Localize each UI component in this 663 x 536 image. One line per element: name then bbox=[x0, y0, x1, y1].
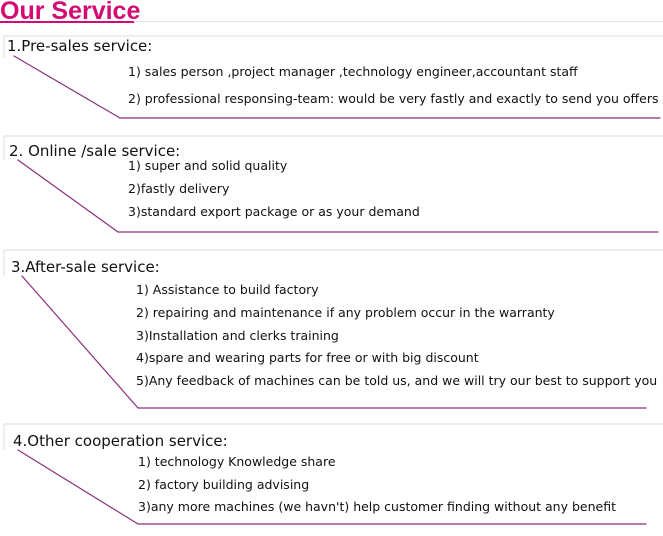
title-underline bbox=[0, 21, 134, 23]
page-title: Our Service bbox=[0, 0, 141, 25]
list-item: 3)Installation and clerks training bbox=[136, 328, 339, 343]
header-rule bbox=[134, 21, 663, 22]
section-title-other-cooperation: 4.Other cooperation service: bbox=[13, 432, 228, 450]
section-title-after-sale: 3.After-sale service: bbox=[11, 258, 160, 276]
section-title-online-sale: 2. Online /sale service: bbox=[9, 142, 181, 160]
list-item: 1) technology Knowledge share bbox=[138, 454, 336, 469]
list-item: 2) factory building advising bbox=[138, 477, 310, 492]
section-3-frame bbox=[3, 249, 663, 409]
list-item: 5)Any feedback of machines can be told u… bbox=[136, 373, 658, 388]
section-2-frame bbox=[3, 135, 663, 233]
list-item: 4)spare and wearing parts for free or wi… bbox=[136, 350, 479, 365]
list-item: 2) repairing and maintenance if any prob… bbox=[136, 305, 555, 320]
list-item: 2) professional responsing-team: would b… bbox=[128, 91, 659, 106]
section-1-frame bbox=[3, 35, 663, 119]
list-item: 1) sales person ,project manager ,techno… bbox=[128, 64, 578, 79]
section-title-pre-sales: 1.Pre-sales service: bbox=[7, 37, 153, 55]
list-item: 3)any more machines (we havn't) help cus… bbox=[138, 499, 616, 514]
list-item: 1) super and solid quality bbox=[128, 158, 288, 173]
section-4-frame bbox=[3, 423, 663, 525]
list-item: 2)fastly delivery bbox=[128, 181, 230, 196]
list-item: 1) Assistance to build factory bbox=[136, 282, 319, 297]
list-item: 3)standard export package or as your dem… bbox=[128, 204, 420, 219]
